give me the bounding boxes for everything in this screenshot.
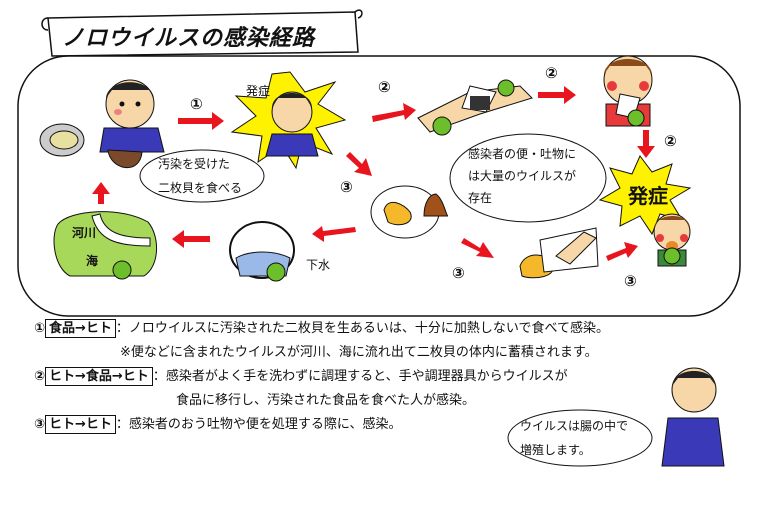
sea-label: 海 [86, 254, 99, 268]
person-eating-shellfish-illustration [39, 79, 165, 169]
legend-route-2-text-cont: 食品に移行し、汚染された食品を食べた人が感染。 [176, 393, 476, 408]
bubble-excreta-line3: 存在 [468, 191, 493, 205]
speech-bubble-intestine [507, 409, 653, 467]
route-number-1: ① [190, 95, 203, 113]
legend-route-1-text: ：ノロウイルスに汚染された二枚貝を生あるいは、十分に加熱しないで食べて感染。 [115, 321, 610, 336]
arrows [92, 86, 655, 261]
route-number-2c: ② [664, 132, 677, 150]
river-label: 河川 [72, 226, 97, 240]
legend-route-2-number: ② [34, 369, 46, 384]
legend-route-2-tag: ヒト→食品→ヒト [45, 367, 153, 386]
route-number-3a: ③ [340, 178, 353, 196]
legend-route-2-text: ：感染者がよく手を洗わずに調理すると、手や調理器具からウイルスが [152, 369, 568, 384]
bubble-eat-line1: 汚染を受けた [158, 157, 231, 171]
virus-characters [112, 79, 681, 282]
bubble-excreta-line2: は大量のウイルスが [468, 169, 577, 183]
sick-person-illustration [265, 91, 319, 157]
person-explaining-illustration [661, 367, 725, 467]
legend-route-3-tag: ヒト→ヒト [45, 415, 116, 434]
onset-label-big: 発症 [628, 184, 668, 208]
title-banner [41, 9, 363, 57]
bubble-eat-line2: 二枚貝を食べる [158, 181, 243, 195]
river-and-sea-illustration [53, 211, 158, 277]
route-number-2b: ② [545, 64, 558, 82]
legend-route-3-text: ：感染者のおう吐物や便を処理する際に、感染。 [115, 417, 402, 432]
speech-bubble-eat [139, 149, 265, 203]
onset-label-top: 発症 [246, 84, 271, 98]
bubble-excreta-line1: 感染者の便・吐物に [468, 147, 577, 161]
bubble-intestine-line1: ウイルスは腸の中で [520, 419, 629, 433]
sewage-label: 下水 [306, 258, 331, 272]
route-number-3b: ③ [452, 264, 465, 282]
cleaning-vomit-illustration [519, 227, 599, 279]
legend-route-1-note: ※便などに含まれたウイルスが河川、海に流れ出て二枚貝の体内に蓄積されます。 [120, 345, 598, 360]
main-frame [17, 55, 741, 317]
route-number-2a: ② [378, 78, 391, 96]
speech-bubble-excreta [449, 133, 607, 223]
bubble-intestine-line2: 増殖します。 [520, 443, 591, 457]
page-title: ノロウイルスの感染経路 [62, 26, 316, 51]
legend-route-1-tag: 食品→ヒト [45, 319, 116, 338]
legend-route-1-number: ① [34, 321, 46, 336]
legend-route-3-number: ③ [34, 417, 46, 432]
route-number-3c: ③ [624, 272, 637, 290]
vomit-and-feces-illustration [370, 185, 449, 239]
